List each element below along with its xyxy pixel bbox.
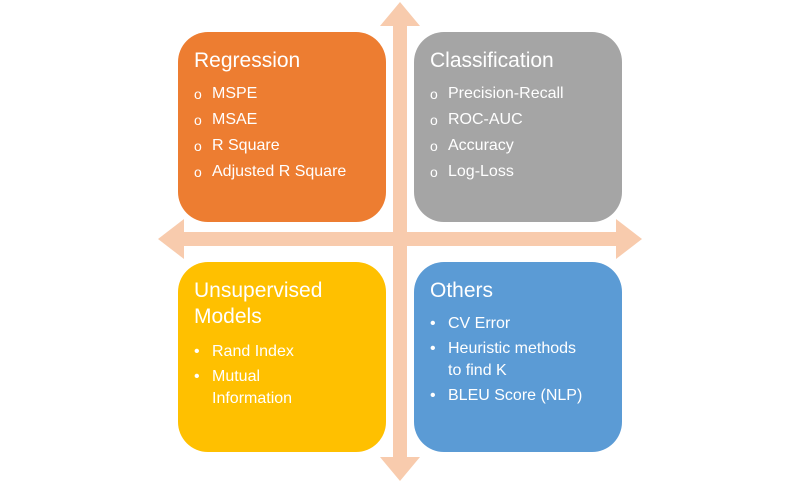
list-item: •Mutual <box>194 368 261 385</box>
circle-bullet-icon: o <box>194 86 202 102</box>
vertical-arrow-head-down <box>380 457 420 481</box>
horizontal-arrow-head-left <box>158 219 184 259</box>
list-item: •CV Error <box>430 315 511 332</box>
dot-bullet-icon: • <box>194 343 200 360</box>
unsupervised-models-box: Unsupervised Models •Rand Index •Mutual … <box>178 262 386 452</box>
horizontal-arrow-icon <box>158 219 642 259</box>
vertical-arrow-head-up <box>380 2 420 26</box>
horizontal-arrow-head-right <box>616 219 642 259</box>
circle-bullet-icon: o <box>194 164 202 180</box>
list-item: •BLEU Score (NLP) <box>430 387 583 404</box>
circle-bullet-icon: o <box>430 112 438 128</box>
others-title: Others <box>430 279 494 302</box>
list-item: •Rand Index <box>194 343 294 360</box>
list-item-continuation: Information <box>212 390 293 407</box>
circle-bullet-icon: o <box>194 138 202 154</box>
unsupervised-models-title: Unsupervised Models <box>194 279 323 328</box>
others-box: Others •CV Error •Heuristic methods to f… <box>414 262 622 452</box>
horizontal-arrow-shaft <box>180 232 620 246</box>
classification-title: Classification <box>430 49 554 72</box>
dot-bullet-icon: • <box>430 340 436 357</box>
unsupervised-models-list: •Rand Index •Mutual Information <box>194 342 370 409</box>
list-item: •Heuristic methods <box>430 340 577 357</box>
circle-bullet-icon: o <box>194 112 202 128</box>
dot-bullet-icon: • <box>430 315 436 332</box>
dot-bullet-icon: • <box>430 387 436 404</box>
dot-bullet-icon: • <box>194 368 200 385</box>
regression-title: Regression <box>194 49 301 72</box>
circle-bullet-icon: o <box>430 138 438 154</box>
others-list: •CV Error •Heuristic methods to find K •… <box>430 314 606 406</box>
circle-bullet-icon: o <box>430 164 438 180</box>
list-item-continuation: to find K <box>448 362 507 379</box>
circle-bullet-icon: o <box>430 86 438 102</box>
